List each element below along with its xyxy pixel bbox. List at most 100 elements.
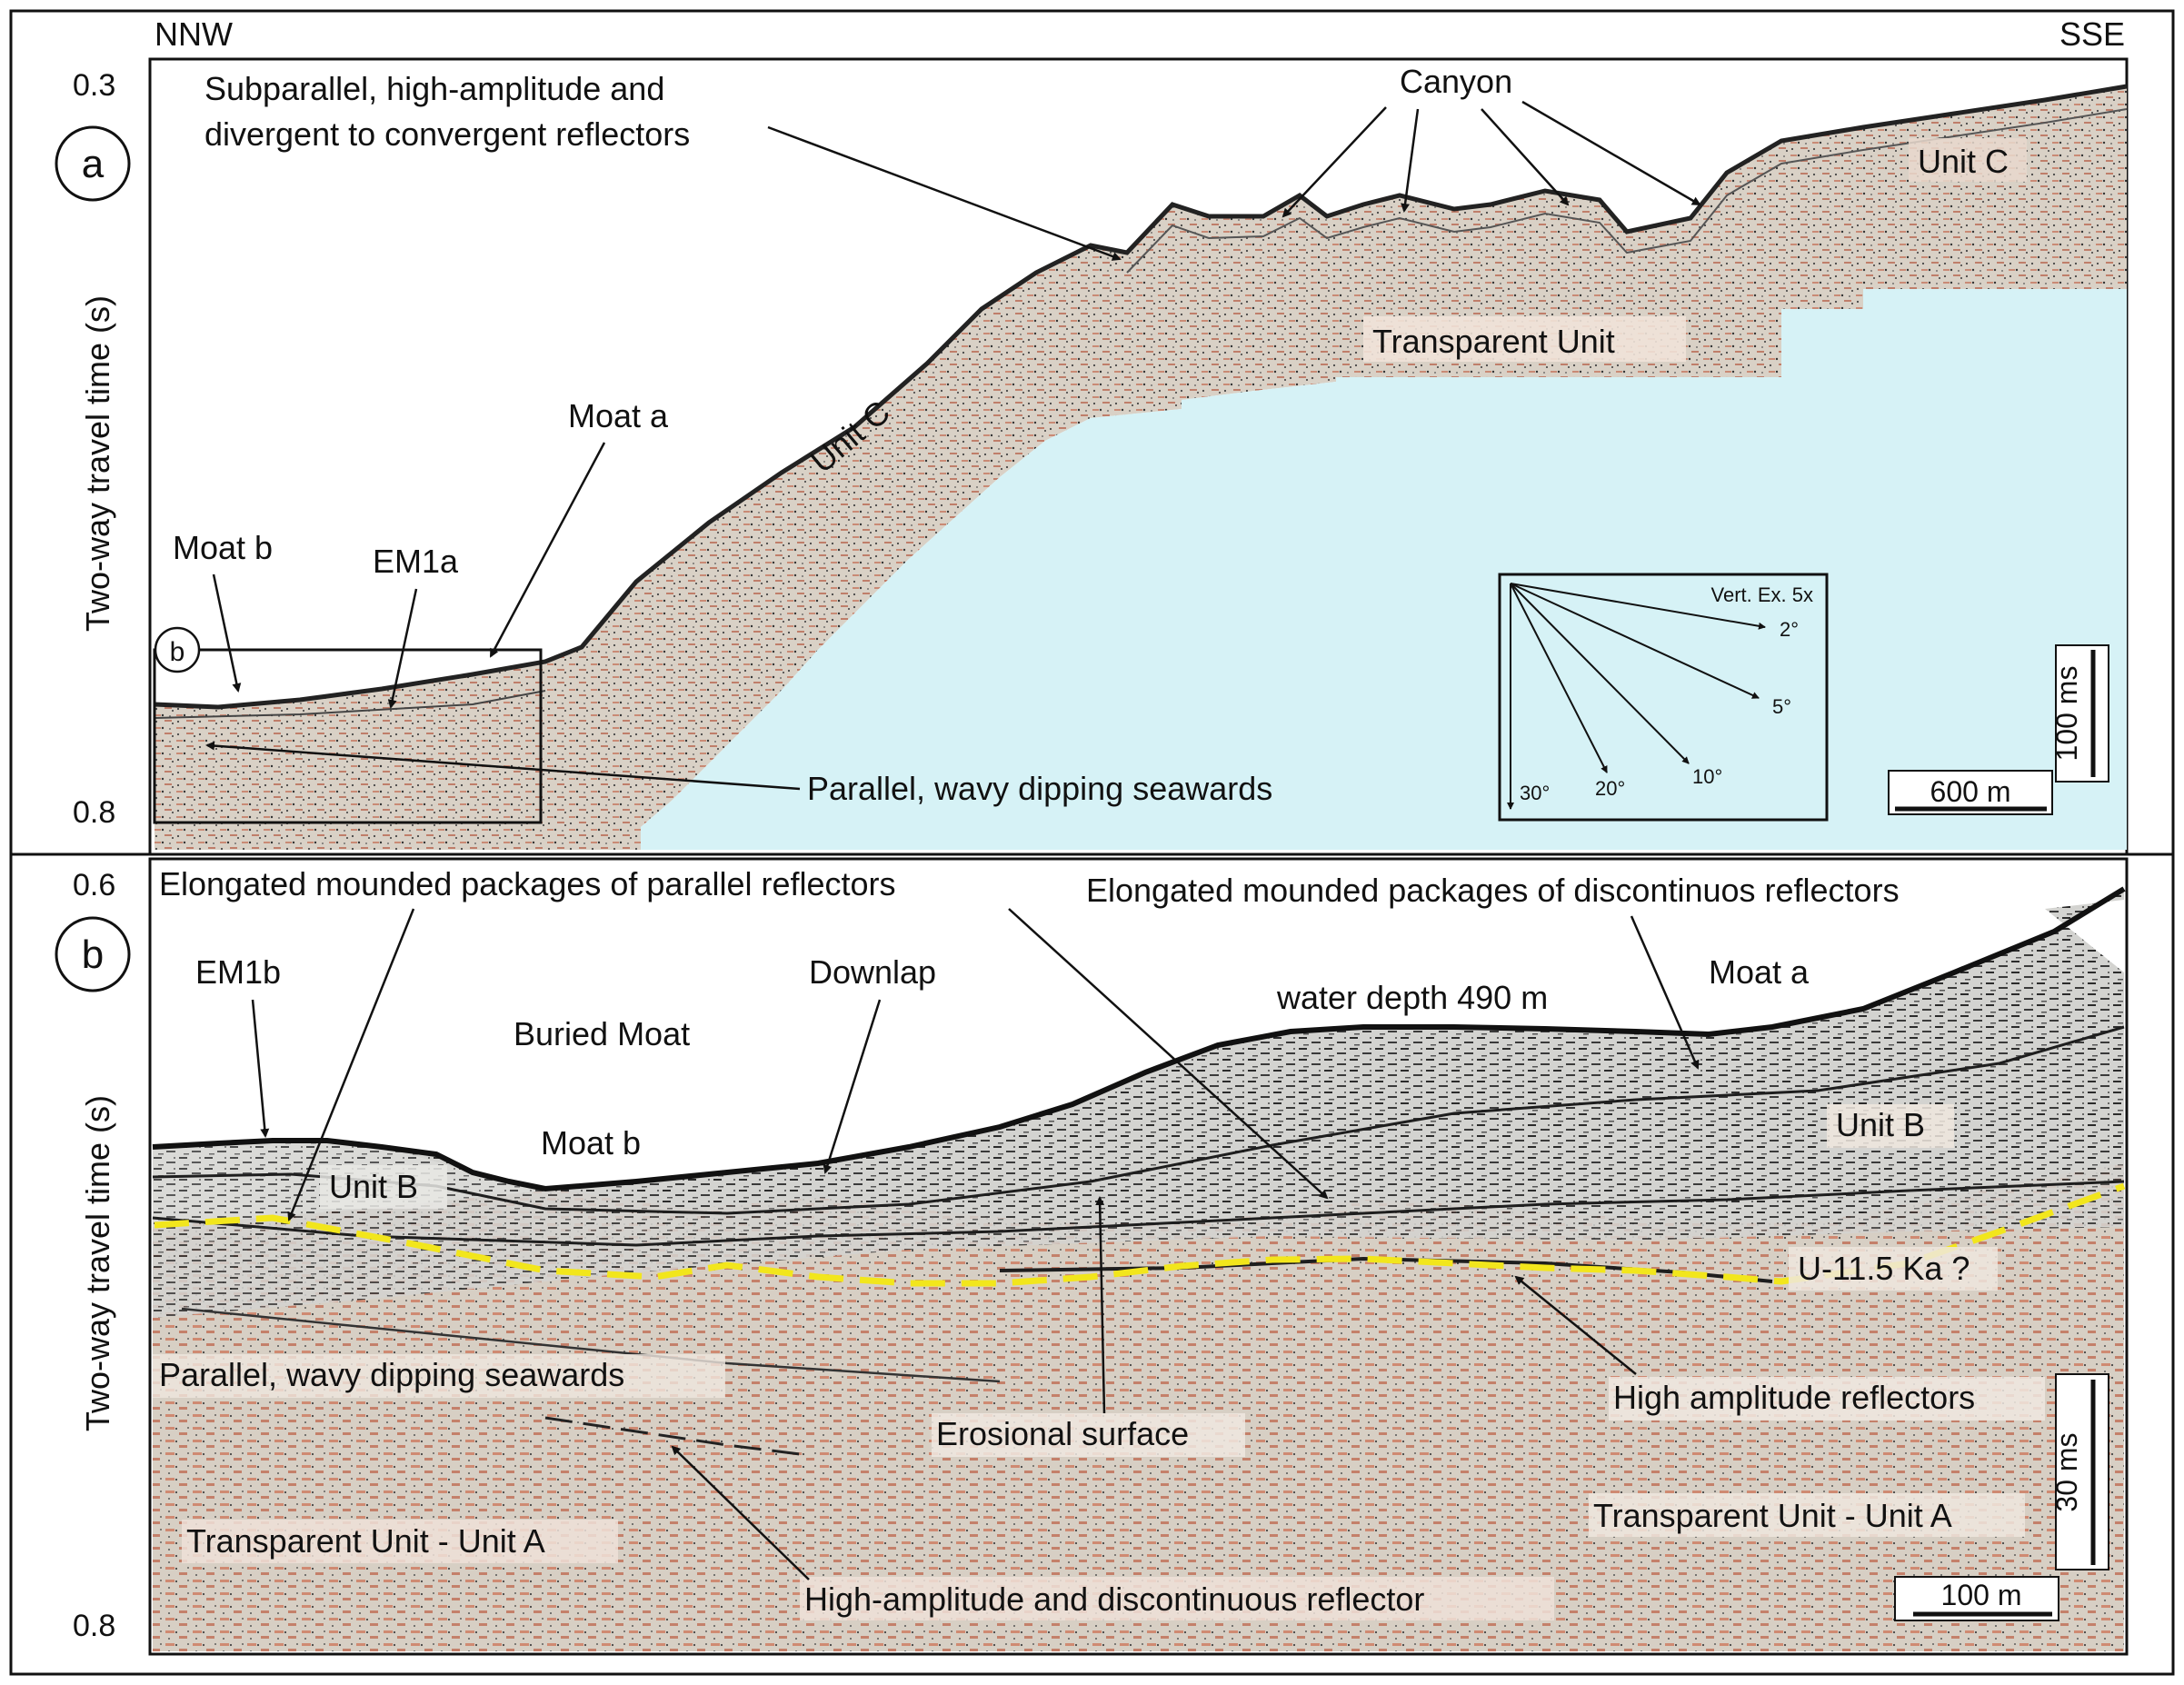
- unit-b-left-bg: [320, 1165, 447, 1209]
- panel-a-label: a: [82, 142, 105, 186]
- panel-b-reflector-2: [152, 1180, 2125, 1247]
- annotation-em1b: EM1b: [195, 953, 281, 991]
- panel-a-scale-horizontal-label: 600 m: [1930, 775, 2011, 808]
- annotation-high-amp: High amplitude reflectors: [1613, 1379, 1975, 1416]
- panel-b-y-axis-label: Two-way travel time (s): [79, 1095, 116, 1431]
- annotation-moat-a: Moat a: [568, 397, 669, 434]
- arrow-em-parallel-right: [1008, 908, 1329, 1200]
- vert-ex-angle-30: 30°: [1520, 782, 1550, 804]
- arrow-em-parallel-left: [287, 908, 415, 1221]
- annotation-subparallel-line1: Subparallel, high-amplitude and: [204, 70, 664, 107]
- annotation-transparent-right: Transparent Unit - Unit A: [1593, 1497, 1952, 1534]
- panel-a-subsurface-reflector: [1126, 108, 2128, 274]
- panel-a-y-axis-label: Two-way travel time (s): [79, 295, 116, 632]
- arrow-em1b: [251, 999, 270, 1138]
- panel-a-scale-vertical-label: 100 ms: [2050, 666, 2083, 762]
- panel-b-unit-b: [153, 889, 2124, 1225]
- panel-a: 0.3 0.8 Two-way travel time (s) a b Subp…: [55, 57, 2129, 856]
- vert-ex-angle-10: 10°: [1692, 765, 1722, 788]
- annotation-em-parallel: Elongated mounded packages of parallel r…: [159, 865, 896, 902]
- arrow-downlap: [823, 999, 882, 1174]
- arrow-high-amp: [1514, 1275, 1637, 1375]
- arrow-parallel-wavy-a: [205, 741, 801, 791]
- arrow-canyon-4: [1521, 100, 1701, 206]
- panel-b-tick-top: 0.6: [73, 868, 115, 902]
- arrow-em-discontinuous: [1630, 915, 1700, 1070]
- arrow-canyon-3: [1481, 108, 1570, 206]
- inset-box: [153, 648, 543, 824]
- annotation-transparent-unit: Transparent Unit: [1372, 323, 1615, 360]
- vert-ex-frame: [1498, 573, 1829, 822]
- panel-a-seafloor: [154, 84, 2128, 710]
- transparent-unit-bg: [1363, 316, 1686, 362]
- outer-frame: [9, 9, 2175, 1676]
- annotation-em-discontinuous: Elongated mounded packages of discontinu…: [1086, 872, 1900, 909]
- panel-b-tick-bottom: 0.8: [73, 1609, 115, 1643]
- arrow-high-amp-disc: [671, 1445, 810, 1580]
- unit-b-right-bg: [1827, 1104, 1954, 1148]
- erosional-bg: [932, 1413, 1245, 1457]
- annotation-moat-b: Moat b: [173, 529, 273, 566]
- annotation-unit-c-right: Unit C: [1918, 143, 2009, 180]
- panel-b: 0.6 0.8 Two-way travel time (s) b Elonga…: [11, 852, 2173, 1656]
- annotation-downlap: Downlap: [809, 953, 936, 991]
- annotation-parallel-wavy-b: Parallel, wavy dipping seawards: [159, 1356, 624, 1393]
- panel-b-horizon-dashed: [154, 1182, 2126, 1287]
- vert-ex-line-10: [1510, 583, 1690, 764]
- panel-b-scale-vertical-box: [2055, 1373, 2109, 1570]
- annotation-buried-moat: Buried Moat: [514, 1015, 690, 1052]
- vert-ex-angle-2: 2°: [1780, 618, 1799, 641]
- high-amp-bg: [1609, 1377, 2045, 1421]
- arrow-canyon-1: [1281, 106, 1387, 218]
- u-horizon-bg: [1789, 1247, 1998, 1291]
- orientation-left: NNW: [155, 15, 233, 53]
- annotation-high-amp-disc: High-amplitude and discontinuous reflect…: [804, 1580, 1424, 1618]
- panel-a-scale-vertical-box: [2055, 644, 2109, 783]
- panel-b-wavy-reflector: [181, 1307, 1001, 1383]
- annotation-canyon: Canyon: [1400, 63, 1512, 100]
- panel-b-discontinuous-reflector: [544, 1416, 801, 1456]
- panel-a-water-fill: [641, 289, 2127, 850]
- annotation-em1a: EM1a: [373, 543, 459, 580]
- arrow-em1a: [387, 588, 418, 709]
- arrow-erosional: [1095, 1196, 1106, 1414]
- annotation-erosional: Erosional surface: [936, 1415, 1189, 1452]
- panel-b-transition-zone: [153, 1141, 2124, 1318]
- annotation-u-horizon: U-11.5 Ka ?: [1798, 1250, 1970, 1287]
- arrow-subparallel: [767, 125, 1122, 261]
- high-amp-disc-bg: [800, 1577, 1554, 1620]
- panel-a-seismic-section: [155, 86, 2127, 850]
- annotation-moat-b-b: Moat b: [541, 1124, 641, 1162]
- panel-b-label: b: [82, 932, 104, 977]
- inset-label-circle: [154, 626, 201, 673]
- parallel-wavy-b-bg: [153, 1354, 725, 1398]
- annotation-moat-a-b: Moat a: [1709, 953, 1810, 991]
- arrow-canyon-2: [1401, 108, 1420, 213]
- panel-a-label-circle: [55, 125, 131, 202]
- annotation-water-depth: water depth 490 m: [1276, 979, 1548, 1016]
- arrow-moat-a: [489, 442, 606, 658]
- vert-ex-line-2: [1510, 583, 1766, 630]
- panel-b-seafloor: [152, 886, 2126, 1192]
- annotation-parallel-wavy-a: Parallel, wavy dipping seawards: [807, 770, 1272, 807]
- panel-b-scale-horizontal-label: 100 m: [1941, 1579, 2022, 1611]
- vert-ex-title: Vert. Ex. 5x: [1711, 583, 1814, 606]
- annotation-unit-b-right: Unit B: [1836, 1106, 1925, 1143]
- transparent-left-bg: [182, 1520, 618, 1563]
- vert-ex-line-5: [1510, 583, 1760, 699]
- panel-a-inset-reflector: [154, 690, 546, 719]
- arrow-moat-b: [212, 573, 242, 693]
- vert-ex-angle-20: 20°: [1595, 777, 1625, 800]
- vert-ex-angle-5: 5°: [1772, 695, 1791, 718]
- annotation-unit-b-left: Unit B: [329, 1168, 418, 1205]
- annotation-transparent-left: Transparent Unit - Unit A: [186, 1522, 545, 1560]
- panel-b-label-circle: [55, 916, 131, 992]
- unit-c-right-bg: [1909, 138, 2027, 182]
- vert-ex-line-20: [1510, 583, 1608, 773]
- transparent-right-bg: [1589, 1493, 2025, 1537]
- panel-b-scale-vertical-label: 30 ms: [2050, 1432, 2083, 1511]
- vertical-exaggeration-diagram: Vert. Ex. 5x 2° 5° 10° 20° 30°: [1498, 573, 1829, 822]
- inset-label: b: [170, 637, 185, 667]
- annotation-subparallel-line2: divergent to convergent reflectors: [204, 115, 690, 153]
